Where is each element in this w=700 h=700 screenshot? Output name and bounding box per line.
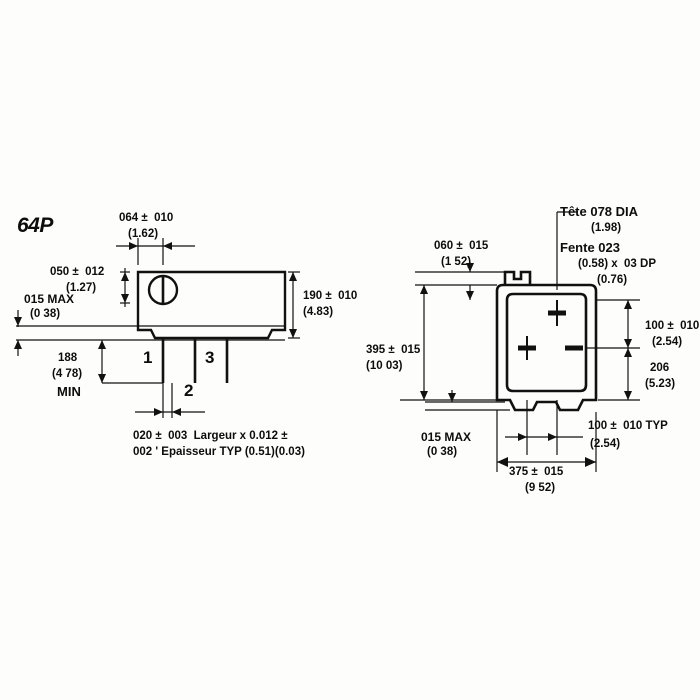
dim-label-pitch-vert-metric: (2.54) <box>652 336 683 348</box>
dim-label-screw-boss-metric: (1 52) <box>441 256 472 268</box>
right-body-outer-outline <box>495 283 598 412</box>
dim-label-screw-boss: 060 ± 015 <box>434 240 489 252</box>
dim-label-seating-max-right: 015 MAX <box>421 430 472 444</box>
dim-label-lead-length-min: MIN <box>57 384 81 399</box>
dim-label-pitch-vert: 100 ± 010 <box>645 320 700 332</box>
callout-head-line1: Tête 078 DIA <box>560 204 639 219</box>
dim-label-pitch-horiz-metric: (2.54) <box>590 438 621 450</box>
callout-slot-line1: Fente 023 <box>560 240 620 255</box>
dim-label-seating-max: 015 MAX <box>24 292 75 306</box>
pin-number-1: 1 <box>143 348 153 367</box>
right-body-inner-outline <box>505 292 588 393</box>
dim-label-lead-length: 188 <box>58 352 78 364</box>
note-lead-section-line1: 020 ± 003 Largeur x 0.012 ± <box>133 430 288 442</box>
dim-label-body-depth-metric: (5.23) <box>645 378 676 390</box>
dim-label-screw-height-metric: (1.27) <box>66 282 97 294</box>
screw-boss-outline <box>503 270 532 285</box>
dim-label-lead-length-metric: (4 78) <box>52 368 83 380</box>
callout-slot-line2: (0.58) x 03 DP <box>578 258 656 270</box>
dim-label-body-height-metric: (4.83) <box>303 306 334 318</box>
dim-label-overall-height-metric: (10 03) <box>366 360 403 372</box>
callout-head-line2: (1.98) <box>591 222 622 234</box>
adjustment-screw-circle <box>147 274 179 306</box>
left-view-arrowheads <box>14 242 297 416</box>
right-view-arrowheads <box>420 263 632 467</box>
pin-number-2: 2 <box>184 381 194 400</box>
dim-label-pitch-horiz: 100 ± 010 TYP <box>588 420 668 432</box>
dim-label-screw-height: 050 ± 012 <box>50 266 105 278</box>
dim-label-width-metric: (9 52) <box>525 482 556 494</box>
dim-label-body-depth: 206 <box>650 362 670 374</box>
dim-label-seating-max-right-metric: (0 38) <box>427 446 458 458</box>
dim-label-width: 375 ± 015 <box>509 466 564 478</box>
note-lead-section-line2: 002 ' Epaisseur TYP (0.51)(0.03) <box>133 446 305 458</box>
dim-label-overall-height: 395 ± 015 <box>366 344 421 356</box>
callout-slot-line3: (0.76) <box>597 274 628 286</box>
pin-crosssection-marks <box>518 300 583 360</box>
pin-number-3: 3 <box>205 348 215 367</box>
left-body-outline <box>136 270 287 340</box>
dim-label-body-height: 190 ± 010 <box>303 290 358 302</box>
dim-label-seating-max-metric: (0 38) <box>30 308 61 320</box>
dim-label-screw-offset: 064 ± 010 <box>119 212 174 224</box>
part-number-label: 64P <box>17 214 53 237</box>
dim-label-screw-offset-metric: (1.62) <box>128 228 159 240</box>
